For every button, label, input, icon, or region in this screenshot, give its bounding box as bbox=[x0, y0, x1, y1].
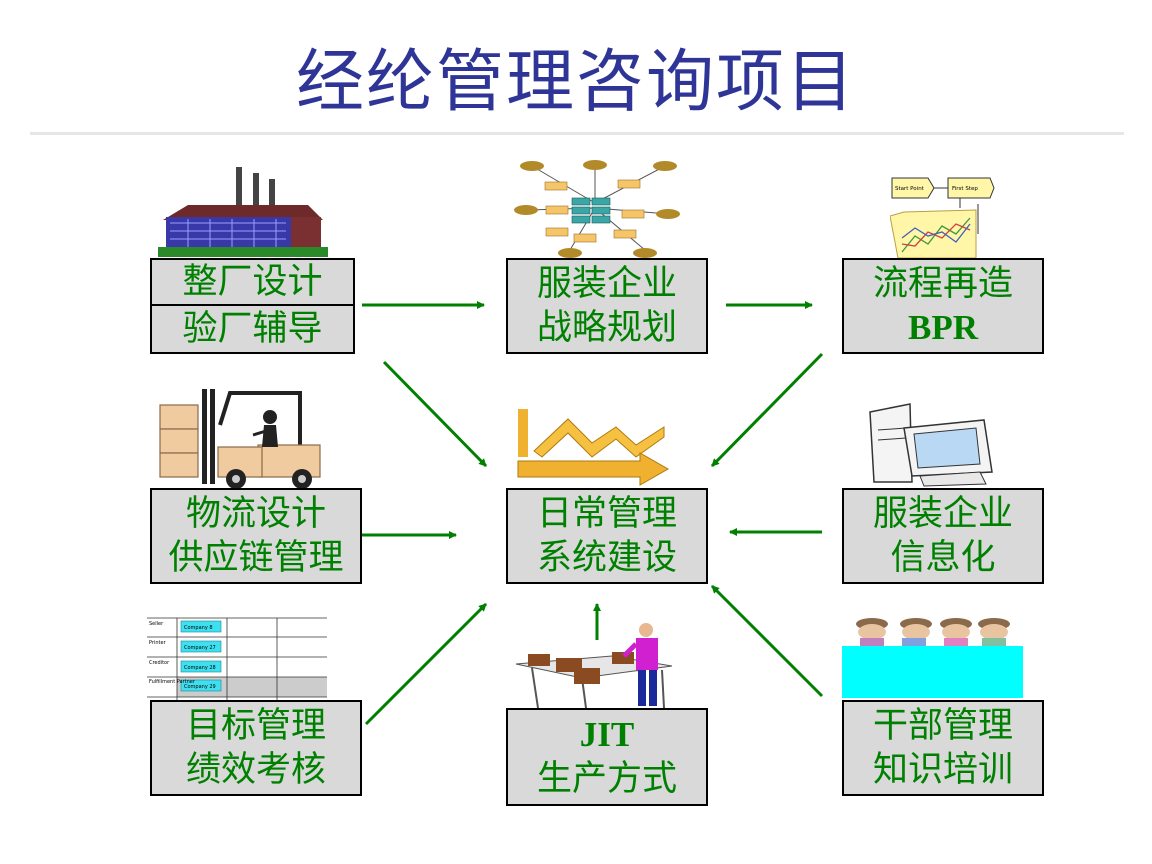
box-logistics-line2: 供应链管理 bbox=[168, 538, 344, 578]
box-strategy-planning: 服装企业 战略规划 bbox=[506, 258, 708, 354]
arrow-target-to-daily bbox=[364, 602, 488, 726]
arrow-bpr-to-daily bbox=[710, 352, 824, 468]
box-it-line1: 服装企业 bbox=[872, 494, 1013, 534]
conveyor-worker-icon bbox=[515, 623, 673, 709]
title-divider bbox=[30, 132, 1124, 135]
box-factory-line1: 整厂设计 bbox=[182, 262, 323, 302]
computer-icon bbox=[869, 403, 993, 487]
box-daily-line1: 日常管理 bbox=[536, 494, 677, 534]
box-target-line1: 目标管理 bbox=[185, 706, 326, 746]
flowchart-chart-icon: Start Point First Step bbox=[890, 177, 995, 259]
table-row-company: Company 28 bbox=[184, 665, 216, 671]
forklift-icon bbox=[159, 389, 321, 489]
table-row-company: Company 27 bbox=[184, 645, 216, 651]
table-row-label: Fulfillment Partner bbox=[149, 679, 196, 685]
box-informatization: 服装企业 信息化 bbox=[842, 488, 1044, 584]
box-it-line2: 信息化 bbox=[890, 538, 996, 578]
company-table-icon: Seller Printer Creditor Fulfillment Part… bbox=[147, 617, 327, 709]
box-bpr-line1: 流程再造 bbox=[872, 264, 1013, 304]
table-row-label: Seller bbox=[149, 621, 164, 627]
box-factory-design: 整厂设计 验厂辅导 bbox=[150, 258, 355, 354]
box-daily-line2: 系统建设 bbox=[536, 538, 677, 578]
box-logistics-line1: 物流设计 bbox=[185, 494, 326, 534]
page-title: 经纶管理咨询项目 bbox=[295, 43, 856, 122]
table-row-company: Company 8 bbox=[184, 625, 213, 631]
box-strategy-line2: 战略规划 bbox=[536, 308, 677, 348]
box-factory-line2: 验厂辅导 bbox=[182, 309, 323, 349]
box-logistics: 物流设计 供应链管理 bbox=[150, 488, 362, 584]
flowchart-start-label: Start Point bbox=[895, 186, 925, 192]
table-row-company: Company 29 bbox=[184, 684, 216, 690]
box-cadre-line1: 干部管理 bbox=[872, 706, 1013, 746]
box-bpr-line2: BPR bbox=[908, 308, 978, 347]
box-jit-line1: JIT bbox=[579, 715, 635, 754]
box-daily-management: 日常管理 系统建设 bbox=[506, 488, 708, 584]
arrow-cadre-to-daily bbox=[710, 584, 824, 698]
flowchart-step-label: First Step bbox=[952, 186, 978, 192]
box-bpr: 流程再造 BPR bbox=[842, 258, 1044, 354]
box-target-line2: 绩效考核 bbox=[185, 750, 326, 790]
box-strategy-line1: 服装企业 bbox=[536, 264, 677, 304]
table-row-label: Printer bbox=[149, 640, 167, 646]
box-jit: JIT 生产方式 bbox=[506, 708, 708, 806]
growth-chart-icon bbox=[517, 409, 670, 486]
box-cadre-training: 干部管理 知识培训 bbox=[842, 700, 1044, 796]
arrow-factory-to-daily bbox=[382, 360, 488, 468]
network-diagram-icon bbox=[514, 160, 680, 258]
factory-icon bbox=[158, 167, 328, 257]
audience-training-icon bbox=[842, 618, 1023, 698]
box-cadre-line2: 知识培训 bbox=[872, 750, 1013, 790]
table-row-label: Creditor bbox=[149, 660, 170, 666]
box-target-management: 目标管理 绩效考核 bbox=[150, 700, 362, 796]
box-jit-line2: 生产方式 bbox=[536, 759, 677, 799]
